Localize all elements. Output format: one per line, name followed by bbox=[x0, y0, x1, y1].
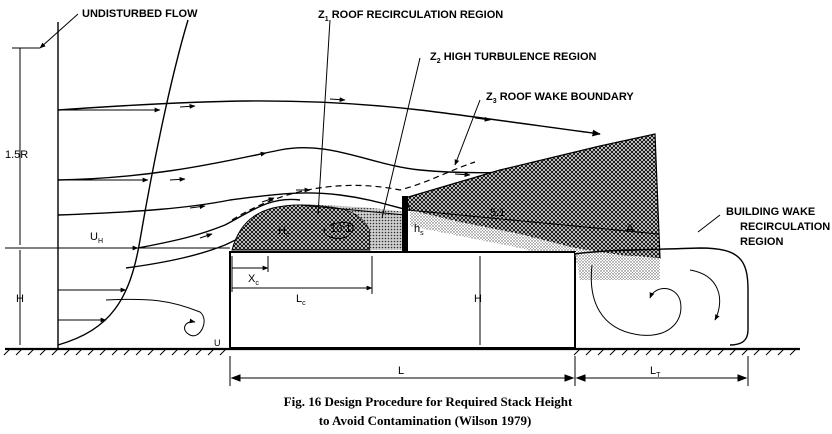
undisturbed-flow-leader bbox=[39, 13, 79, 49]
z1-label: Z1 ROOF RECIRCULATION REGION bbox=[318, 9, 503, 23]
label-u-h: UH bbox=[90, 231, 103, 245]
label-u-h-small: U bbox=[214, 338, 221, 348]
label-h-s: hs bbox=[414, 223, 424, 237]
roof-recirc-swirl bbox=[323, 221, 354, 239]
slope-5-1 bbox=[407, 209, 659, 235]
dim-h-left: H bbox=[16, 293, 24, 305]
label-point-a: A bbox=[626, 223, 634, 235]
height-dim-left bbox=[5, 47, 230, 345]
z2-label: Z2 HIGH TURBULENCE REGION bbox=[430, 51, 597, 65]
label-x-c: Xc bbox=[248, 273, 259, 287]
building-wake-label-3: REGION bbox=[740, 236, 783, 248]
dim-1-5r: 1.5R bbox=[5, 149, 28, 161]
z1-leader bbox=[317, 19, 331, 216]
building-wake-leader bbox=[697, 214, 721, 233]
upstream-vortex bbox=[105, 298, 205, 337]
z3-leader bbox=[454, 99, 481, 166]
building-wake-recirc-outline bbox=[574, 247, 749, 346]
label-h-c: Hc bbox=[278, 225, 290, 239]
roof-wake-boundary-dashed bbox=[231, 161, 476, 221]
z2-leader bbox=[381, 57, 421, 219]
stack bbox=[402, 196, 408, 252]
xc-lc-dims bbox=[231, 256, 373, 294]
building-lee-stipple bbox=[575, 252, 660, 280]
wake-vortex-left bbox=[590, 264, 682, 336]
wake-vortex-right bbox=[689, 269, 721, 321]
label-10-1: 10:1 bbox=[330, 223, 351, 235]
velocity-profile-curve bbox=[57, 19, 189, 346]
caption-line-1: Fig. 16 Design Procedure for Required St… bbox=[284, 394, 573, 409]
z3-label: Z3 ROOF WAKE BOUNDARY bbox=[486, 91, 634, 105]
dim-l-t: LT bbox=[650, 365, 661, 379]
high-turbulence-stipple bbox=[300, 205, 405, 250]
undisturbed-flow-label: UNDISTURBED FLOW bbox=[82, 8, 198, 20]
slope-10-1 bbox=[299, 204, 406, 216]
label-5-1: 5:1 bbox=[490, 207, 505, 219]
building bbox=[229, 251, 576, 349]
length-dims bbox=[229, 356, 749, 386]
caption-line-2: to Avoid Contamination (Wilson 1979) bbox=[319, 413, 532, 428]
building-wake-label-1: BUILDING WAKE bbox=[726, 206, 815, 218]
dim-l: L bbox=[398, 365, 404, 377]
label-l-c: Lc bbox=[296, 293, 306, 307]
dim-h-center: H bbox=[474, 293, 482, 305]
streamline-arrowheads bbox=[169, 97, 491, 239]
building-wake-label-2: RECIRCULATION bbox=[740, 221, 830, 233]
ground-hatch bbox=[3, 348, 797, 356]
